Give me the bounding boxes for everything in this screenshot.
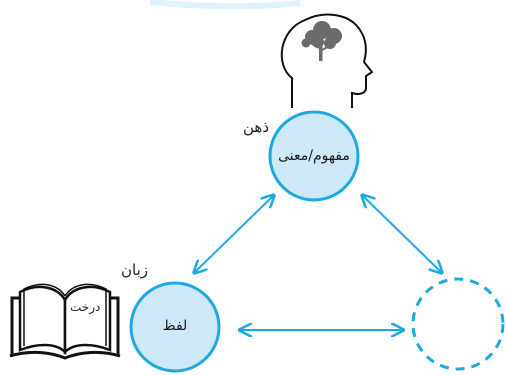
- concept-node-label: مفهوم/معنی: [278, 148, 350, 164]
- concept-referent-arrow: [363, 196, 441, 272]
- concept-word-arrow: [195, 196, 273, 272]
- head-with-tree-icon: [280, 13, 374, 108]
- language-caption: زبان: [121, 261, 149, 279]
- word-node-label: لفظ: [162, 318, 188, 334]
- book-word: درخت: [70, 300, 101, 314]
- word-node: [129, 281, 221, 373]
- concept-node: [268, 110, 360, 202]
- referent-node: [411, 277, 505, 371]
- top-decoration: [149, 0, 301, 10]
- mind-caption: ذهن: [243, 118, 270, 136]
- open-book-icon: [9, 283, 121, 360]
